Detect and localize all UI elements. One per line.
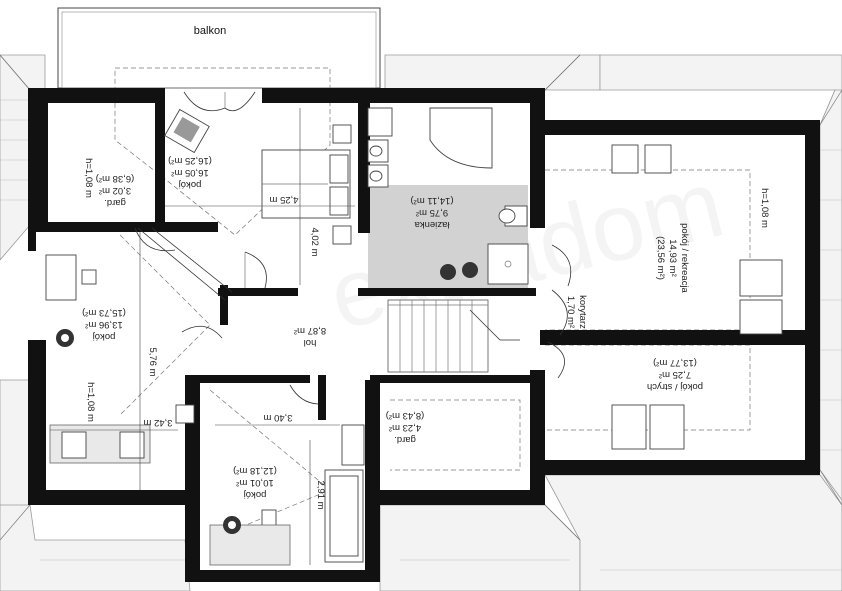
dimension-label-340: 3,40 m [263, 412, 292, 423]
armchair [164, 108, 210, 154]
stairs [137, 227, 520, 373]
room-area-alt: (15,73 m²) [82, 307, 126, 318]
label-gard-top: gard. 3,02 m² (6,38 m²) [96, 173, 135, 208]
room-area-alt: (8,43 m²) [386, 410, 425, 421]
room-area: 14,93 m² [667, 239, 678, 277]
dimension-label-576: 5,76 m [147, 347, 158, 376]
label-pokoj-bottom: pokój 10,01 m² (12,18 m²) [233, 465, 277, 500]
doors [134, 227, 572, 405]
dimension-label-342: 3,42 m [143, 417, 172, 428]
room-area: 9,75 m² [416, 207, 448, 218]
room-area-alt: (14,11 m²) [410, 195, 453, 206]
room-area: 3,02 m² [99, 185, 131, 196]
plant-icons [56, 262, 478, 534]
dimension-label-291: 2,91 m [315, 480, 326, 509]
room-area-alt: (13,77 m²) [653, 357, 697, 368]
recreation-furniture [611, 144, 783, 450]
left-room-furniture [45, 254, 195, 464]
label-korytarz: korytarz 1,70 m² [565, 295, 588, 329]
label-pokoj-left: pokój 13,96 m² (15,73 m²) [82, 307, 126, 342]
balcony-door [183, 91, 256, 112]
dimension-label-425: 4,25 m [269, 194, 298, 205]
rekreacja-height: h=1,08 m [759, 188, 770, 228]
room-name: hol [304, 337, 317, 348]
room-area: 13,96 m² [85, 319, 123, 330]
walls [28, 88, 820, 582]
room-name: łazienka [414, 219, 450, 230]
bathroom-fixtures [367, 107, 529, 285]
room-name: pokój / rekreacja [679, 223, 690, 293]
dimension-label-402: 4,02 m [309, 227, 320, 256]
bed-top-room [261, 124, 352, 245]
gard-top-height: h=1,08 m [83, 158, 94, 198]
label-pokoj-top: pokój 16,05 m² (16,25 m²) [168, 155, 212, 190]
dimension-lines [50, 108, 355, 565]
room-name: pokój [244, 489, 267, 500]
room-area-alt: (6,38 m²) [96, 173, 135, 184]
room-name: gard. [394, 434, 416, 445]
room-area-alt: (12,18 m²) [233, 465, 277, 476]
label-pokoj-rekreacja: pokój / rekreacja 14,93 m² (23,56 m²) [655, 223, 690, 293]
balcony-label: balkon [194, 25, 226, 37]
room-area: 8,87 m² [294, 325, 326, 336]
bottom-room-furniture [209, 424, 365, 566]
room-area: 7,25 m² [659, 369, 691, 380]
room-name: korytarz [577, 295, 588, 329]
room-name: gard. [104, 197, 126, 208]
room-area: 16,05 m² [171, 167, 209, 178]
room-area: 4,23 m² [389, 422, 421, 433]
balcony: balkon [57, 7, 381, 89]
pokoj-left-height: h=1,08 m [85, 382, 96, 422]
room-area: 10,01 m² [236, 477, 274, 488]
label-lazienka: łazienka 9,75 m² (14,11 m²) [410, 195, 453, 230]
label-gard-bottom: gard. 4,23 m² (8,43 m²) [386, 410, 425, 445]
room-name: pokój / strych [647, 381, 703, 392]
room-area-alt: (23,56 m²) [655, 236, 666, 280]
room-area-alt: (16,25 m²) [168, 155, 212, 166]
label-hol: hol 8,87 m² [294, 325, 326, 348]
room-name: pokój [93, 331, 116, 342]
room-area: 1,70 m² [565, 296, 576, 328]
label-pokoj-strych: pokój / strych 7,25 m² (13,77 m²) [647, 357, 703, 392]
room-name: pokój [179, 179, 202, 190]
